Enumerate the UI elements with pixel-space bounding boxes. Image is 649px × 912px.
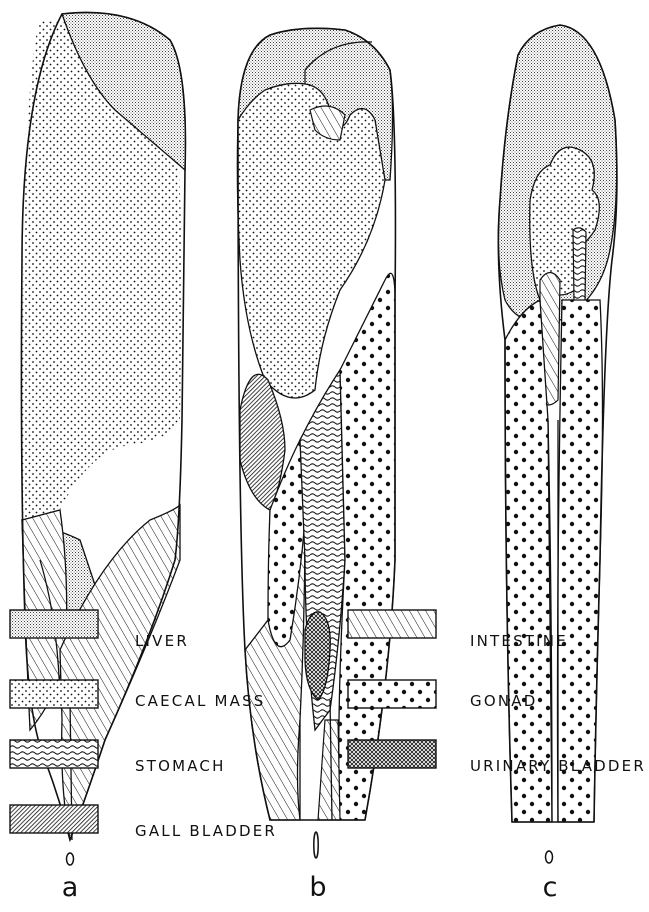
legend-swatch-intestine [348, 610, 436, 638]
panel-b-cross-section-icon [314, 832, 318, 858]
legend-label-gall: GALL BLADDER [135, 822, 277, 840]
legend-swatch-gall [10, 805, 98, 833]
legend-item-bladder: URINARY BLADDER [348, 740, 646, 775]
legend-item-stomach: STOMACH [10, 740, 226, 775]
legend-item-caecal: CAECAL MASS [10, 680, 266, 710]
legend-swatch-bladder [348, 740, 436, 768]
panel-c-cross-section-icon [546, 851, 553, 863]
panel-b-intestine-strip [318, 720, 340, 820]
panel-b-diagram: b [237, 28, 395, 903]
panel-b-gonad-right [339, 273, 395, 820]
legend-item-gall: GALL BLADDER [10, 805, 277, 840]
legend-label-bladder: URINARY BLADDER [470, 757, 646, 775]
panel-c-label: c [543, 872, 558, 903]
legend-swatch-caecal [10, 680, 98, 708]
panel-c-stomach-strip [573, 228, 586, 303]
legend-swatch-liver [10, 610, 98, 638]
legend-label-caecal: CAECAL MASS [135, 692, 266, 710]
legend-label-gonad: GONAD [470, 692, 537, 710]
panel-b-label: b [309, 872, 326, 903]
legend-swatch-gonad [348, 680, 436, 708]
legend-label-intestine: INTESTINE [470, 632, 568, 650]
panel-a-label: a [62, 872, 79, 903]
legend-swatch-stomach [10, 740, 98, 768]
panel-c-gonad-left [505, 300, 552, 822]
legend-label-liver: LIVER [135, 632, 189, 650]
legend-label-stomach: STOMACH [135, 757, 226, 775]
panel-a-cross-section-icon [67, 853, 74, 865]
